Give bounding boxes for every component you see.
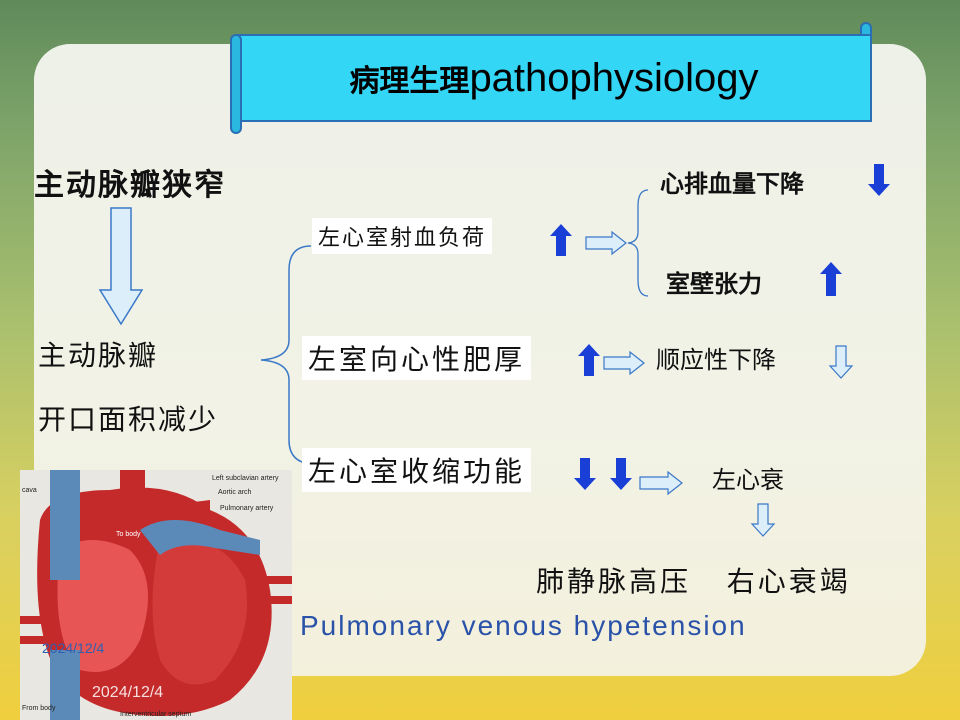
branch1-brace xyxy=(627,189,649,297)
heart-diagram-image: Left subclavian artery Aortic arch Pulmo… xyxy=(20,470,292,720)
title-banner: 病理生理 pathophysiology xyxy=(236,34,872,122)
result-line1: 主动脉瓣 xyxy=(38,339,159,372)
date-stamp-2: 2024/12/4 xyxy=(92,684,164,701)
heart-label-5: From body xyxy=(22,705,56,712)
cause-label: 主动脉瓣狭窄 xyxy=(34,168,226,203)
heart-label-3: Pulmonary artery xyxy=(220,505,274,512)
bottom-cn: 肺静脉高压 右心衰竭 xyxy=(536,565,851,598)
branch3-down-arrow-1 xyxy=(574,458,596,490)
heart-illustration: Left subclavian artery Aortic arch Pulmo… xyxy=(20,470,292,720)
branch2-label: 左室向心性肥厚 xyxy=(302,336,532,380)
outcome-cardiac-output: 心排血量下降 xyxy=(660,170,804,198)
title-scroll-left xyxy=(230,34,242,134)
heart-label-2: Aortic arch xyxy=(218,489,252,496)
lhf-down-arrow xyxy=(750,503,776,537)
outcome-lhf: 左心衰 xyxy=(712,466,784,494)
branch2-right-arrow xyxy=(603,350,645,376)
title-cn: 病理生理 xyxy=(349,64,470,99)
heart-label-6: To body xyxy=(116,531,141,538)
branch-brace xyxy=(260,245,312,465)
branch1-label: 左心室射血负荷 xyxy=(312,218,493,254)
branch3-right-arrow xyxy=(639,470,683,496)
branch2-up-arrow xyxy=(578,344,600,376)
branch3-label: 左心室收缩功能 xyxy=(302,448,532,492)
cause-down-arrow xyxy=(98,207,144,326)
branch1-right-arrow xyxy=(585,230,627,256)
branch1-up-arrow xyxy=(550,224,572,256)
branch3-down-arrow-2 xyxy=(610,458,632,490)
heart-label-4: Interventricular septum xyxy=(120,711,191,718)
wall-tension-up-arrow xyxy=(820,262,842,296)
outcome-compliance: 顺应性下降 xyxy=(656,346,776,374)
heart-label-1: Left subclavian artery xyxy=(212,475,279,482)
title: 病理生理 pathophysiology xyxy=(238,36,870,120)
compliance-down-arrow xyxy=(828,345,854,379)
result-line2: 开口面积减少 xyxy=(38,403,219,436)
title-en: pathophysiology xyxy=(469,55,759,100)
outcome-wall-tension: 室壁张力 xyxy=(666,270,762,298)
heart-label-7: cava xyxy=(22,487,37,494)
bottom-en: Pulmonary venous hypetension xyxy=(300,610,747,641)
date-stamp-1: 2024/12/4 xyxy=(42,640,105,656)
cardiac-output-down-arrow xyxy=(868,164,890,196)
